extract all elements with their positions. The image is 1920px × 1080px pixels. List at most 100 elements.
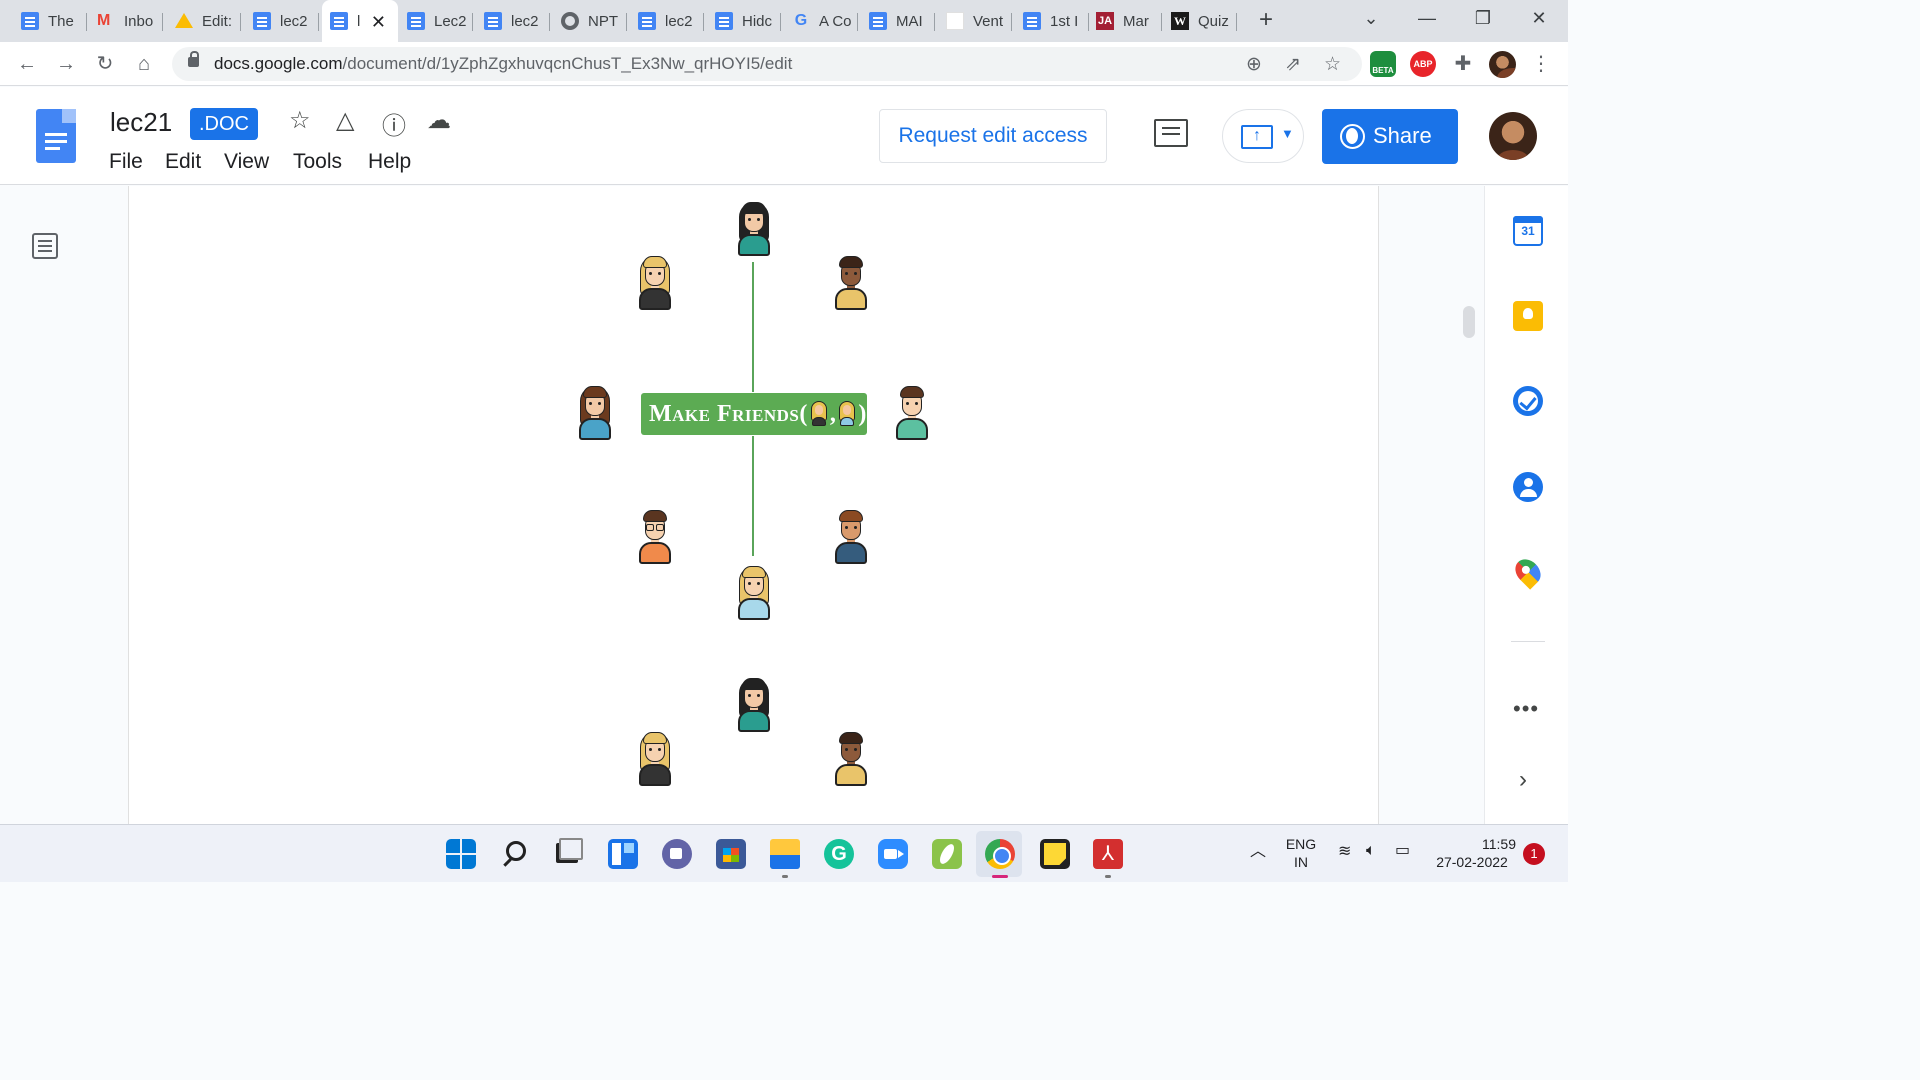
maps-icon[interactable] <box>1510 554 1546 590</box>
browser-tab[interactable]: 1st I <box>1015 6 1089 36</box>
profile-avatar[interactable] <box>1489 51 1516 78</box>
browser-menu-icon[interactable]: ⋮ <box>1531 53 1551 75</box>
grammarly-icon[interactable]: G <box>824 839 854 869</box>
calendar-icon[interactable]: 31 <box>1513 216 1543 246</box>
docs-icon <box>253 12 271 30</box>
notification-badge[interactable]: 1 <box>1523 843 1545 865</box>
menu-help[interactable]: Help <box>368 150 412 173</box>
browser-tab[interactable]: The <box>13 6 87 36</box>
zoom-app-icon[interactable] <box>878 839 908 869</box>
browser-tab[interactable]: lec2 <box>476 6 550 36</box>
tab-separator <box>240 13 241 31</box>
tab-separator <box>162 13 163 31</box>
tab-search-icon[interactable]: ⌄ <box>1363 8 1379 28</box>
beta-extension-icon[interactable]: BETA <box>1370 51 1396 77</box>
browser-tab[interactable]: Edit: <box>167 6 241 36</box>
green-leaf-app-icon[interactable] <box>932 839 962 869</box>
battery-icon[interactable]: ▭ <box>1395 842 1411 859</box>
person-avatar-icon <box>635 730 675 788</box>
clock[interactable]: 11:59 27-02-2022 <box>1436 836 1516 870</box>
language-indicator[interactable]: ENG IN <box>1285 836 1317 870</box>
bookmark-star-icon[interactable]: ☆ <box>1324 54 1342 75</box>
browser-tab[interactable]: lec2 <box>245 6 319 36</box>
menu-edit[interactable]: Edit <box>165 150 202 173</box>
reload-icon[interactable]: ↻ <box>96 53 114 75</box>
share-page-icon[interactable]: ⇗ <box>1285 54 1301 75</box>
wifi-icon[interactable]: ≋ <box>1338 843 1352 860</box>
adblock-extension-icon[interactable]: ABP <box>1410 51 1436 77</box>
new-tab-button[interactable]: + <box>1258 6 1273 33</box>
close-window-button[interactable]: ✕ <box>1531 8 1547 28</box>
close-tab-icon[interactable]: ✕ <box>370 12 386 32</box>
comments-icon[interactable] <box>1154 119 1188 147</box>
add-to-drive-icon[interactable]: △ <box>336 107 355 134</box>
star-icon[interactable]: ☆ <box>289 107 311 134</box>
docs-logo-icon[interactable] <box>36 109 76 163</box>
lock-icon[interactable] <box>188 51 199 67</box>
share-button[interactable]: Share <box>1322 109 1458 164</box>
tab-label: lec2 <box>280 12 308 30</box>
keep-icon[interactable] <box>1513 301 1543 331</box>
tab-label: lec2 <box>665 12 693 30</box>
menu-view[interactable]: View <box>224 150 270 173</box>
present-button[interactable]: ↑ ▼ <box>1222 109 1304 163</box>
blank-icon <box>946 12 964 30</box>
back-icon[interactable]: ← <box>17 53 37 75</box>
request-edit-access-button[interactable]: Request edit access <box>879 109 1107 163</box>
browser-tab[interactable]: MAI <box>861 6 935 36</box>
menu-file[interactable]: File <box>109 150 143 173</box>
task-view-icon[interactable] <box>556 838 583 863</box>
cloud-status-icon[interactable]: ☁ <box>427 107 451 134</box>
teams-chat-icon[interactable] <box>662 839 692 869</box>
browser-tab[interactable]: Vent <box>938 6 1012 36</box>
more-addons-icon[interactable]: ••• <box>1513 696 1540 721</box>
search-icon[interactable] <box>506 841 526 861</box>
volume-icon[interactable]: 🔈︎ <box>1366 842 1376 859</box>
chevron-right-icon[interactable]: › <box>1519 766 1527 793</box>
restore-button[interactable]: ❐ <box>1474 8 1492 28</box>
widgets-icon[interactable] <box>608 839 638 869</box>
start-icon[interactable] <box>446 839 476 869</box>
browser-tab[interactable]: lec2 <box>630 6 704 36</box>
browser-tab[interactable]: l✕ <box>322 0 398 42</box>
contacts-icon[interactable] <box>1513 472 1543 502</box>
menu-tools[interactable]: Tools <box>293 150 343 173</box>
browser-tab[interactable]: Hidc <box>707 6 781 36</box>
document-outline-icon[interactable] <box>32 233 58 259</box>
tab-label: Lec2 <box>434 12 467 30</box>
document-title[interactable]: lec21 <box>110 107 173 137</box>
tasks-icon[interactable] <box>1513 386 1543 416</box>
chevron-up-icon[interactable]: ︿ <box>1250 843 1267 860</box>
scrollbar-thumb[interactable] <box>1463 306 1475 338</box>
tab-separator <box>1088 13 1089 31</box>
browser-tab[interactable]: Lec2 <box>399 6 473 36</box>
document-page[interactable]: Make Friends( , ) <box>128 186 1379 826</box>
chrome-icon[interactable] <box>985 839 1015 869</box>
minimize-button[interactable]: — <box>1418 8 1436 28</box>
tab-label: lec2 <box>511 12 539 30</box>
connector-line-top <box>752 262 754 392</box>
docs-icon <box>715 12 733 30</box>
docs-header: lec21 .DOC ☆ △ ⓘ ☁ File Edit View Tools … <box>0 87 1568 185</box>
acrobat-icon[interactable] <box>1093 839 1123 869</box>
forward-icon[interactable]: → <box>56 53 76 75</box>
browser-tab[interactable]: NPT <box>553 6 627 36</box>
url-text[interactable]: docs.google.com/document/d/1yZphZgxhuvqc… <box>214 54 793 73</box>
file-explorer-icon[interactable] <box>770 839 800 869</box>
home-icon[interactable]: ⌂ <box>137 53 151 75</box>
extensions-puzzle-icon[interactable]: ✚ <box>1454 53 1472 75</box>
microsoft-store-icon[interactable] <box>716 839 746 869</box>
info-icon[interactable]: ⓘ <box>382 113 406 140</box>
tab-label: NPT <box>588 12 618 30</box>
side-panel-divider <box>1511 641 1545 642</box>
zoom-icon[interactable]: ⊕ <box>1246 54 1262 75</box>
account-avatar[interactable] <box>1489 112 1537 160</box>
drive-icon <box>175 12 193 30</box>
address-bar[interactable]: docs.google.com/document/d/1yZphZgxhuvqc… <box>172 47 1362 81</box>
person-avatar-icon <box>734 564 774 622</box>
sticky-notes-icon[interactable] <box>1040 839 1070 869</box>
